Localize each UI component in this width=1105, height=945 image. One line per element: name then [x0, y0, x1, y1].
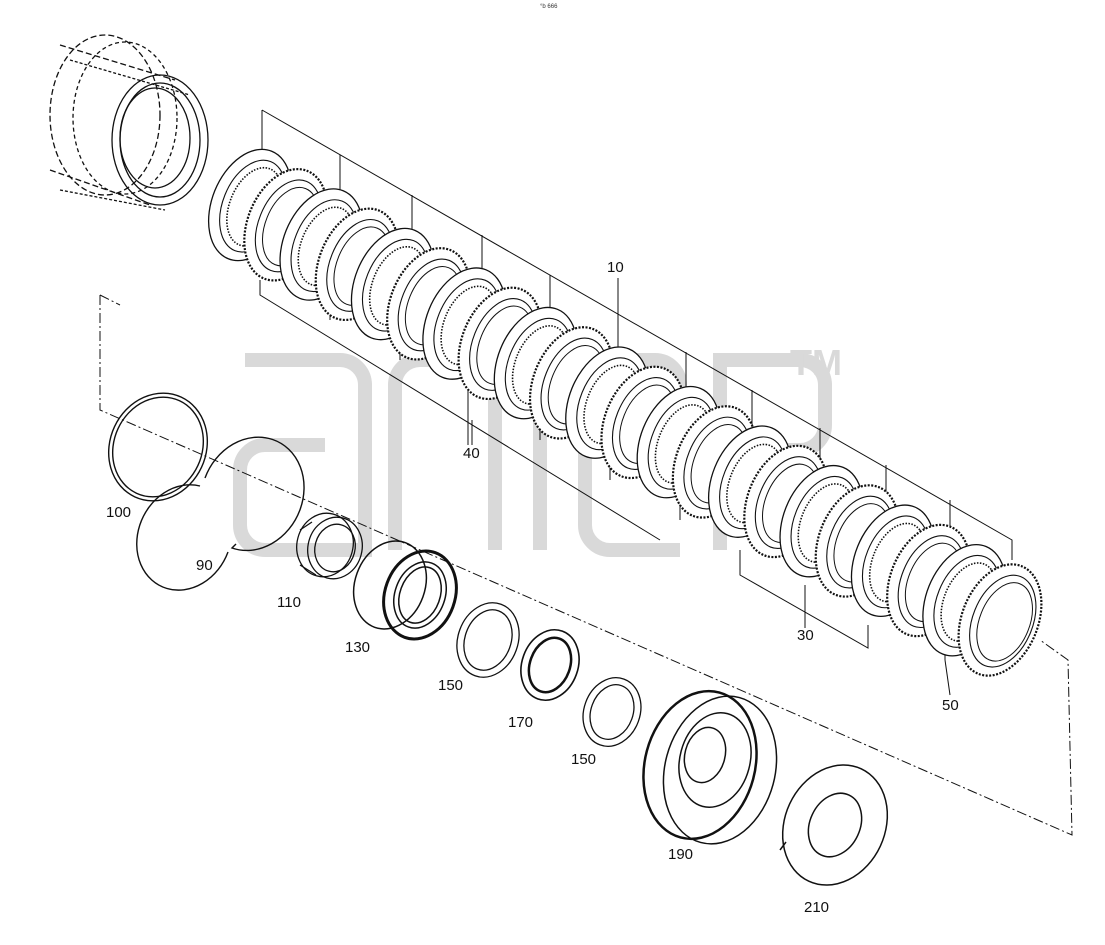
callout-100: 100 — [106, 504, 132, 521]
callout-170: 170 — [508, 714, 534, 731]
phantom-boundary-top — [99, 294, 121, 306]
callout-40: 40 — [463, 445, 480, 462]
toothed-clutch-disc — [957, 563, 1043, 677]
watermark-trademark: TM — [790, 342, 842, 383]
callout-50: 50 — [942, 697, 959, 714]
spring-plate-190 — [642, 689, 778, 845]
callout-110: 110 — [277, 594, 301, 611]
callout-10: 10 — [607, 259, 624, 276]
phantom-boundary-line — [99, 295, 1073, 836]
callout-130: 130 — [345, 639, 371, 656]
header-code: °b 666 — [540, 4, 558, 10]
clutch-disc-stack — [207, 148, 1043, 677]
piston-130 — [352, 540, 458, 641]
callout-leaders — [471, 278, 951, 696]
washer-150-a — [456, 602, 520, 678]
callout-190: 190 — [668, 846, 694, 863]
washer-150-b — [582, 677, 642, 747]
disc-210 — [779, 764, 889, 886]
split-ring-90 — [136, 436, 305, 591]
bearing-170 — [520, 629, 580, 701]
snap-ring-100 — [107, 392, 209, 502]
callout-210: 210 — [804, 899, 830, 916]
callout-150-a: 150 — [438, 677, 464, 694]
callout-150-b: 150 — [571, 751, 597, 768]
seal-110 — [296, 512, 363, 580]
callout-90: 90 — [196, 557, 213, 574]
clutch-drum-housing — [49, 34, 209, 211]
callout-30: 30 — [797, 627, 814, 644]
watermark-logo — [233, 353, 832, 557]
